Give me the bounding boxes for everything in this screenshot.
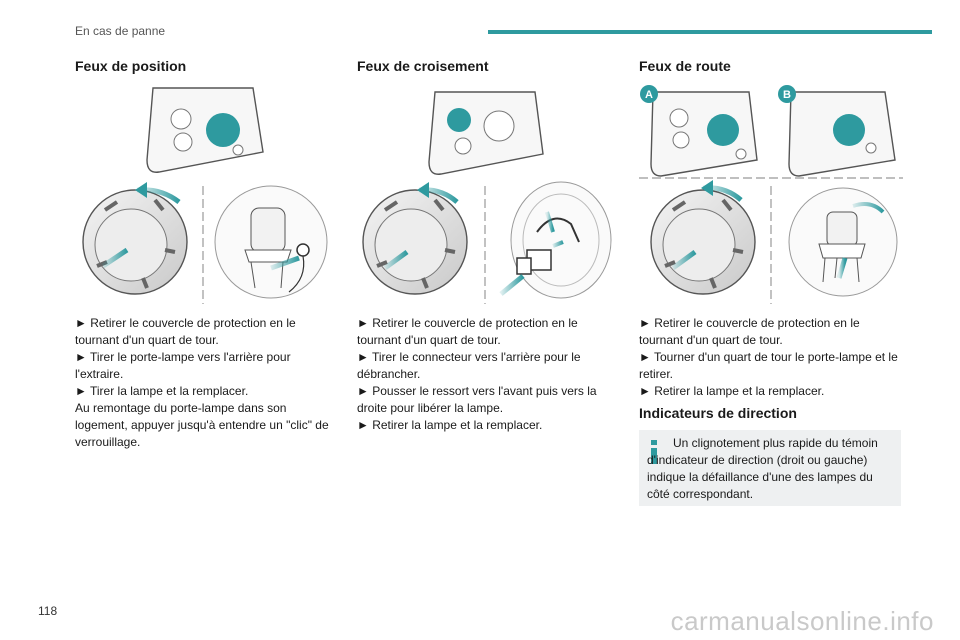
- protective-cover-icon: [82, 182, 188, 295]
- high-beam-illustration: A B: [639, 85, 903, 304]
- position-light-illustration: [82, 87, 328, 304]
- headlamp-unit-a-icon: [650, 91, 758, 177]
- instruction-line: ► Retirer la lampe et la remplacer.: [357, 418, 543, 432]
- low-beam-illustration: [362, 91, 612, 304]
- header-accent-bar: [488, 30, 932, 34]
- instruction-line: ► Pousser le ressort vers l'avant puis v…: [357, 384, 597, 415]
- instructions: ► Retirer le couvercle de protection en …: [639, 315, 903, 400]
- marker-a-label: A: [645, 89, 653, 101]
- instruction-line: ► Tirer la lampe et la remplacer.: [75, 384, 249, 398]
- page-number: 118: [38, 604, 58, 618]
- connector-icon: [499, 181, 612, 299]
- column-title: Feux de route: [639, 58, 731, 74]
- headlamp-unit-icon: [428, 91, 544, 175]
- instruction-line: ► Retirer le couvercle de protection en …: [357, 316, 578, 347]
- instruction-line: ► Tirer le connecteur vers l'arrière pou…: [357, 350, 581, 381]
- info-box: Un clignotement plus rapide du témoin d'…: [639, 430, 901, 506]
- marker-b-label: B: [783, 89, 791, 101]
- marker-a-icon: A: [640, 85, 658, 103]
- instruction-note: Au remontage du porte-lampe dans son log…: [75, 401, 329, 449]
- column-high-beam: Feux de route A B: [639, 58, 903, 398]
- instruction-line: ► Tourner d'un quart de tour le porte-la…: [639, 350, 898, 381]
- column-title: Feux de position: [75, 58, 187, 74]
- info-text: Un clignotement plus rapide du témoin d'…: [647, 436, 878, 501]
- lamp-holder-icon: [788, 187, 898, 297]
- instruction-line: ► Retirer la lampe et la remplacer.: [639, 384, 825, 398]
- column-position-lights: Feux de position ► Retirer: [75, 58, 339, 449]
- marker-b-icon: B: [778, 85, 796, 103]
- column-low-beam: Feux de croisement ► Retir: [357, 58, 621, 432]
- column-title: Feux de croisement: [357, 58, 489, 74]
- instructions: ► Retirer le couvercle de protection en …: [75, 315, 339, 451]
- protective-cover-icon: [650, 180, 756, 295]
- headlamp-unit-icon: [146, 87, 264, 173]
- watermark: carmanualsonline.info: [670, 606, 934, 636]
- section-title: En cas de panne: [75, 24, 166, 38]
- instruction-line: ► Tirer le porte-lampe vers l'arrière po…: [75, 350, 291, 381]
- info-icon: [651, 440, 657, 464]
- instructions: ► Retirer le couvercle de protection en …: [357, 315, 621, 434]
- instruction-line: ► Retirer le couvercle de protection en …: [75, 316, 296, 347]
- indicators-title: Indicateurs de direction: [639, 405, 797, 421]
- headlamp-unit-b-icon: [788, 91, 896, 177]
- lamp-holder-icon: [214, 185, 328, 299]
- instruction-line: ► Retirer le couvercle de protection en …: [639, 316, 860, 347]
- protective-cover-icon: [362, 182, 468, 295]
